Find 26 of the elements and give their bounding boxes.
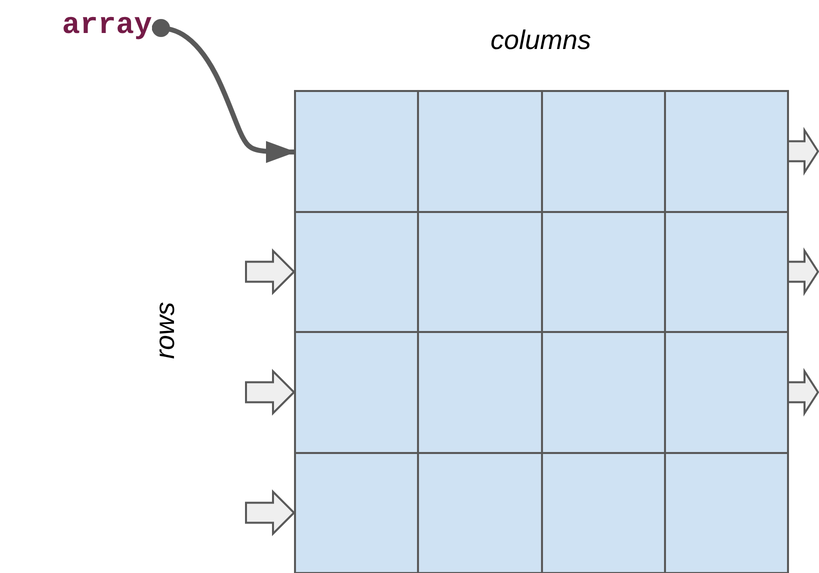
block-arrow (245, 368, 296, 416)
array-cell (417, 210, 542, 333)
block-arrow (787, 247, 819, 296)
array-cell (664, 331, 789, 454)
array-cell (294, 452, 420, 573)
array-cell (417, 452, 542, 573)
array-cell (540, 210, 666, 333)
block-arrow (245, 489, 296, 536)
block-arrow (787, 126, 819, 176)
block-arrow (245, 248, 296, 296)
array-cell (294, 210, 420, 333)
array-cell (664, 452, 789, 573)
array-cell (294, 331, 420, 454)
axis-label: rows (150, 302, 180, 358)
array-cell (417, 331, 542, 454)
axis-label: columns (490, 24, 592, 56)
block-arrow (787, 368, 819, 417)
variable-name: array (60, 8, 152, 44)
array-cell (294, 90, 420, 212)
array-cell (664, 90, 789, 212)
array-cell (664, 210, 789, 333)
array-cell (417, 90, 542, 212)
array-cell (540, 331, 666, 454)
array-cell (540, 452, 666, 573)
pointer-arrow (152, 19, 296, 163)
array-cell (540, 90, 666, 212)
